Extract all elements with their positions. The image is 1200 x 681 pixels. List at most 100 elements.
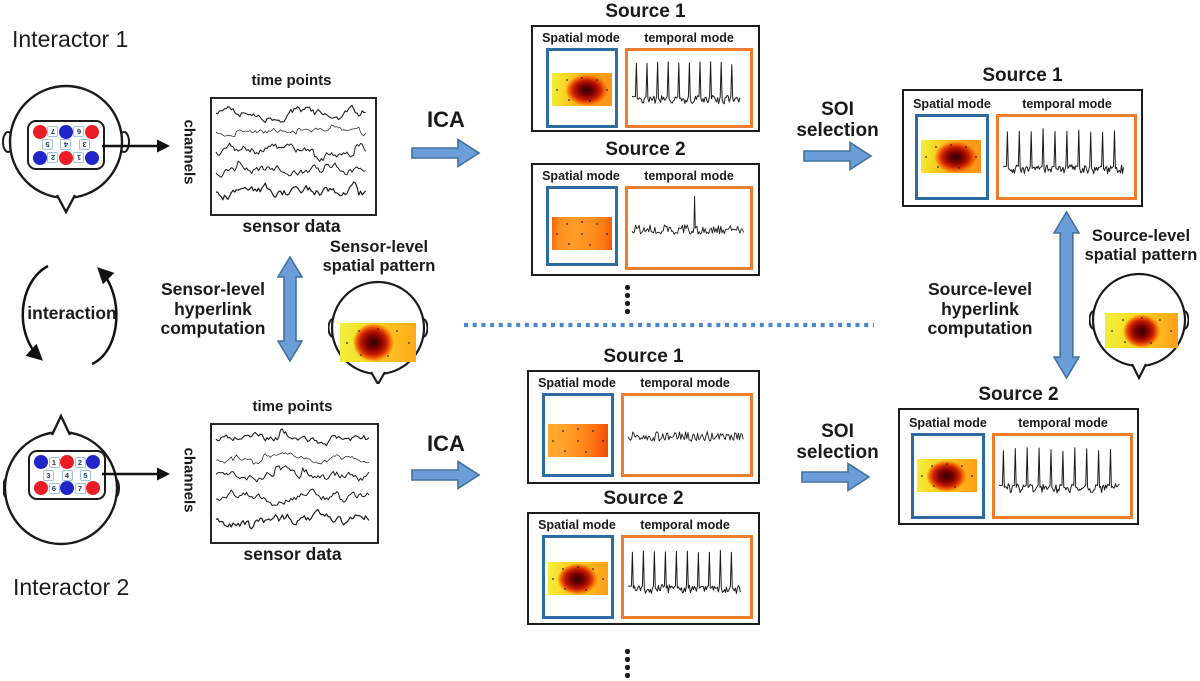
source-hyperlink-arrow	[1053, 211, 1080, 379]
electrode-dot-red	[33, 125, 47, 139]
source-pattern-heatmap	[1105, 313, 1178, 348]
eeg-plot-2	[215, 428, 370, 530]
channels-axis-label-2: channels	[180, 447, 198, 513]
source-title: Source 1	[603, 346, 684, 367]
soi-arrow-2	[801, 462, 871, 492]
temporal-trace	[1003, 128, 1124, 175]
electrode-number: 3	[43, 469, 54, 481]
temporal-mode-box	[625, 186, 753, 270]
spatial-mode-box	[546, 48, 618, 128]
interaction-cycle-arrows	[21, 264, 118, 366]
electrode-number: 1	[73, 152, 85, 164]
sensor-hyperlink-arrow	[277, 256, 303, 362]
source-group-i2-s1: Source 1 Spatial mode temporal mode	[527, 346, 760, 484]
source-frame: Spatial mode temporal mode	[531, 25, 760, 132]
time-points-label-1: time points	[251, 72, 332, 89]
electrode-number: 5	[80, 469, 91, 481]
electrode-dot-blue	[34, 455, 48, 469]
spatial-heatmap	[548, 562, 608, 595]
sensor-hyperlink-label: Sensor-level hyperlink computation	[160, 279, 266, 338]
source-group-right-s2: Source 2 Spatial mode temporal mode	[898, 384, 1139, 525]
electrode-dot-red	[86, 481, 100, 495]
electrode-number: 1	[48, 456, 60, 468]
electrode-number: 7	[74, 482, 86, 494]
temporal-trace	[632, 61, 741, 105]
source-spatial-head	[1088, 272, 1190, 381]
spatial-mode-label: Spatial mode	[538, 518, 616, 532]
nose-icon	[371, 372, 385, 384]
spatial-mode-box	[915, 114, 989, 200]
electrode-dot-blue	[85, 151, 99, 165]
electrode-dot-red	[34, 481, 48, 495]
temporal-mode-box	[621, 393, 753, 477]
ica-arrow-2	[411, 460, 481, 490]
spatial-heatmap	[552, 217, 612, 250]
head1-to-data-arrow	[102, 139, 170, 153]
electrode-number: 7	[47, 126, 59, 138]
temporal-trace	[999, 447, 1120, 494]
spatial-mode-label: Spatial mode	[542, 169, 620, 183]
sensor-spatial-head	[327, 280, 429, 387]
soi-arrow-1	[803, 141, 873, 171]
electrode-number: 5	[42, 139, 53, 151]
temporal-mode-label: temporal mode	[644, 31, 734, 45]
source-title: Source 1	[605, 1, 686, 22]
source-group-i2-s2: Source 2 Spatial mode temporal mode	[527, 488, 760, 625]
source-frame: Spatial mode temporal mode	[527, 512, 760, 625]
electrode-number: 6	[48, 482, 60, 494]
electrode-dot-blue	[59, 125, 73, 139]
spatial-heatmap	[921, 140, 981, 173]
sensor-data-label-2: sensor data	[243, 544, 342, 564]
temporal-trace	[627, 431, 744, 442]
sensor-spatial-pattern-label: Sensor-level spatial pattern	[322, 238, 436, 275]
sensor-data-box-2	[210, 423, 379, 544]
source-group-right-s1: Source 1 Spatial mode temporal mode	[902, 65, 1143, 207]
electrode-dot-red	[60, 455, 74, 469]
source-title: Source 2	[605, 139, 686, 160]
source-frame: Spatial mode temporal mode	[902, 89, 1143, 207]
ica-label-1: ICA	[427, 107, 465, 132]
sensor-pattern-heatmap	[340, 323, 416, 362]
interactor-1-label: Interactor 1	[12, 26, 129, 52]
spatial-mode-label: Spatial mode	[909, 416, 987, 430]
soi-selection-label-1: SOI selection	[796, 99, 879, 141]
interaction-label: interaction	[27, 303, 117, 323]
temporal-mode-box	[992, 433, 1133, 519]
electrode-number: 2	[74, 456, 86, 468]
source-spatial-pattern-label: Source-level spatial pattern	[1084, 227, 1198, 264]
ellipsis-sources-bottom	[625, 649, 630, 678]
temporal-mode-label: temporal mode	[640, 376, 730, 390]
nose-icon	[52, 416, 70, 435]
source-title: Source 1	[982, 65, 1063, 86]
electrode-dot-red	[85, 125, 99, 139]
spatial-mode-label: Spatial mode	[542, 31, 620, 45]
electrode-number: 4	[61, 469, 73, 481]
temporal-mode-label: temporal mode	[1018, 416, 1108, 430]
source-frame: Spatial mode temporal mode	[898, 408, 1139, 525]
electrode-dot-blue	[33, 151, 47, 165]
time-points-label-2: time points	[252, 398, 333, 415]
spatial-heatmap	[552, 73, 612, 106]
electrode-number: 3	[79, 139, 90, 151]
temporal-trace	[631, 195, 745, 235]
source-group-i1-s2: Source 2 Spatial mode temporal mode	[531, 139, 760, 276]
source-title: Source 2	[603, 488, 684, 509]
source-frame: Spatial mode temporal mode	[527, 370, 760, 484]
spatial-mode-box	[542, 535, 614, 619]
source-title: Source 2	[978, 384, 1059, 405]
temporal-mode-box	[996, 114, 1137, 200]
electrode-dot-red	[59, 151, 73, 165]
temporal-mode-box	[621, 535, 753, 619]
temporal-mode-label: temporal mode	[1022, 97, 1112, 111]
spatial-mode-box	[546, 186, 618, 266]
sensor-data-box-1	[210, 97, 377, 216]
temporal-mode-label: temporal mode	[640, 518, 730, 532]
spatial-mode-label: Spatial mode	[913, 97, 991, 111]
nose-icon	[57, 195, 75, 212]
channels-axis-label-1: channels	[180, 119, 198, 185]
interactor-2-label: Interactor 2	[13, 574, 130, 600]
